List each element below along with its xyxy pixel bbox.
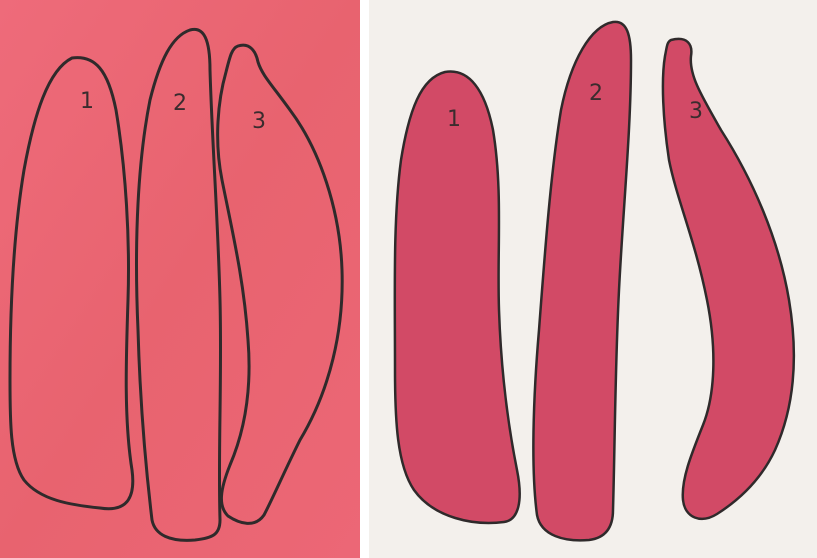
pink-paper-background bbox=[0, 0, 360, 558]
shape-1-label: 1 bbox=[80, 89, 94, 114]
cutout-shapes-image: 1 2 3 bbox=[369, 0, 817, 558]
cutout-shapes-panel: 1 2 3 bbox=[369, 0, 817, 558]
shape-2-label: 2 bbox=[173, 91, 187, 116]
shape-3-label: 3 bbox=[252, 109, 266, 134]
cutout-3-label: 3 bbox=[689, 99, 703, 124]
traced-outlines-panel: 1 2 3 bbox=[0, 0, 360, 558]
cutout-2-label: 2 bbox=[589, 81, 603, 106]
traced-outlines-image: 1 2 3 bbox=[0, 0, 360, 558]
cutout-1-label: 1 bbox=[447, 107, 461, 132]
